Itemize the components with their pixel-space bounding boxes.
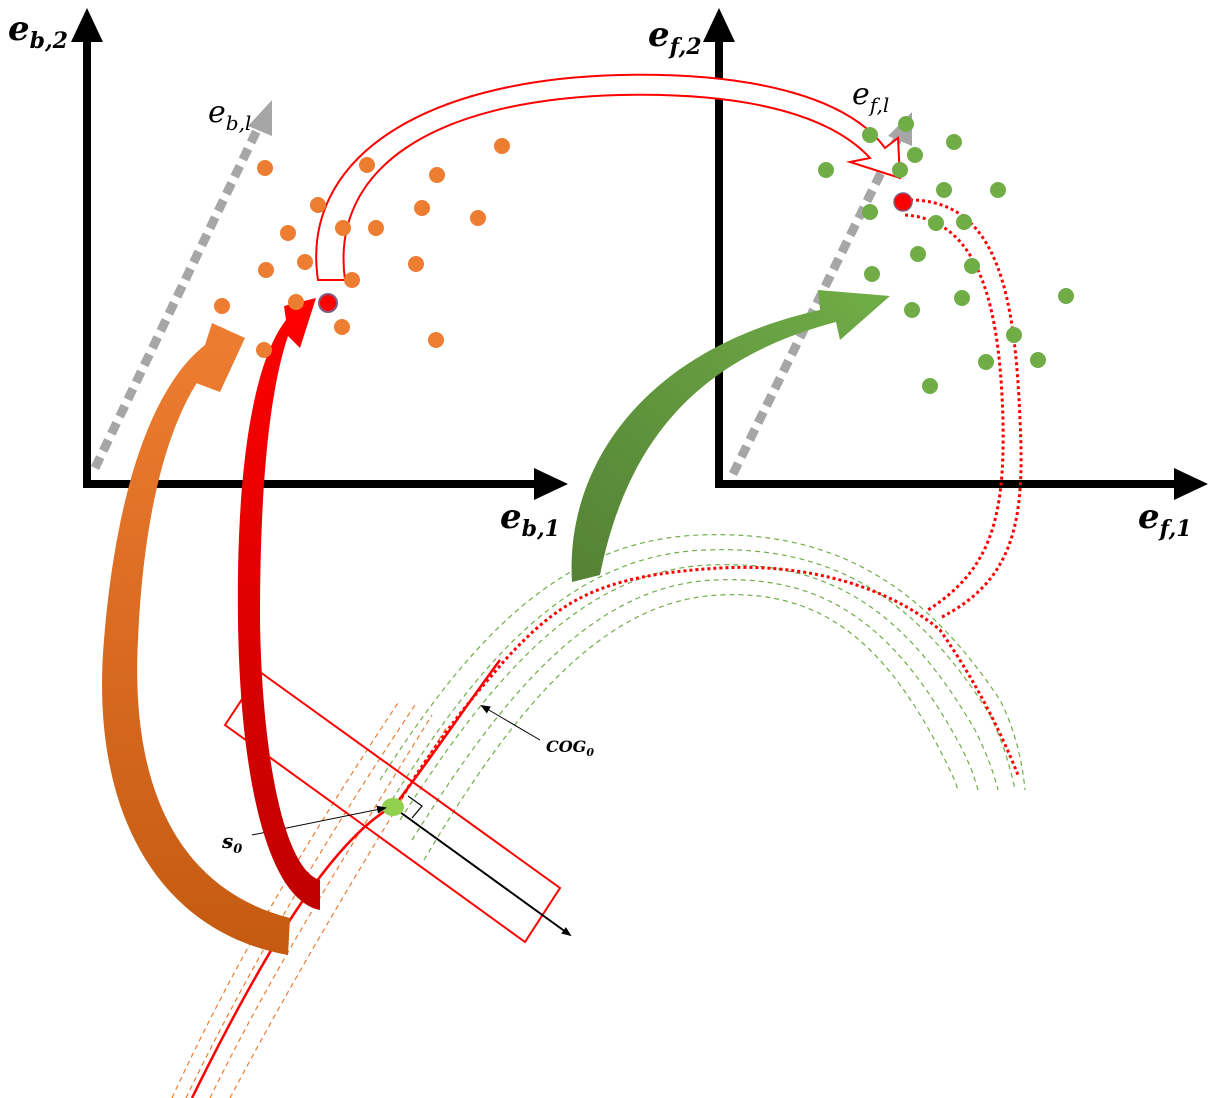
red-hollow-arrow bbox=[315, 73, 902, 281]
orange-point bbox=[344, 272, 360, 288]
label-e-f-1: ef,1 bbox=[1138, 497, 1192, 542]
green-lane-curve bbox=[379, 534, 1026, 791]
green-point bbox=[956, 214, 972, 230]
f-axis-l-line bbox=[728, 136, 903, 476]
orange-point bbox=[297, 254, 313, 270]
orange-point bbox=[258, 262, 274, 278]
label-e-f-2: ef,2 bbox=[648, 15, 702, 60]
b-axis-1-arrowhead bbox=[534, 468, 568, 500]
green-lane-curve bbox=[399, 564, 999, 821]
red-dotted-trajectory bbox=[393, 565, 1020, 809]
b-axis-2-arrowhead bbox=[71, 8, 103, 42]
f-axis-1-arrowhead bbox=[1174, 468, 1208, 500]
red-dotted-connector-inner bbox=[904, 213, 1005, 612]
right-angle-mark bbox=[407, 795, 423, 819]
orange-point bbox=[408, 256, 424, 272]
orange-point bbox=[335, 220, 351, 236]
label-e-b-2: eb,2 bbox=[8, 9, 68, 54]
green-point bbox=[892, 162, 908, 178]
red-trajectory-line bbox=[190, 659, 502, 1098]
green-point bbox=[898, 116, 914, 132]
label-e-b-l: eb,l bbox=[208, 95, 251, 135]
orange-point bbox=[428, 332, 444, 348]
green-point bbox=[862, 127, 878, 143]
green-point bbox=[910, 246, 926, 262]
b-axis-l-line bbox=[90, 126, 263, 470]
s0-normal-arrow bbox=[392, 806, 572, 937]
red-dotted-connector bbox=[904, 198, 1023, 620]
label-s0: s0 bbox=[221, 829, 242, 857]
orange-point bbox=[470, 210, 486, 226]
green-point bbox=[862, 204, 878, 220]
orange-curved-arrow bbox=[102, 323, 290, 955]
green-point bbox=[818, 162, 834, 178]
orange-lane-curve bbox=[209, 714, 433, 1098]
red-dotted-connector-outer bbox=[909, 198, 1023, 620]
orange-point bbox=[256, 342, 272, 358]
s0-point bbox=[382, 798, 404, 816]
f-axis-2-arrowhead bbox=[703, 8, 735, 42]
orange-point bbox=[414, 200, 430, 216]
orange-lane-curve bbox=[185, 704, 416, 1098]
red-curved-arrow bbox=[237, 298, 320, 910]
green-point bbox=[922, 378, 938, 394]
green-point bbox=[907, 147, 923, 163]
orange-point bbox=[310, 197, 326, 213]
s0-frame bbox=[382, 795, 572, 937]
green-curved-arrow bbox=[571, 290, 890, 582]
orange-points bbox=[214, 138, 510, 358]
green-point bbox=[936, 182, 952, 198]
green-point bbox=[1058, 288, 1074, 304]
green-point bbox=[954, 290, 970, 306]
green-point bbox=[1030, 352, 1046, 368]
b-selected-point bbox=[318, 293, 338, 313]
green-lane-curve bbox=[391, 549, 1016, 801]
orange-point bbox=[257, 160, 273, 176]
orange-point bbox=[214, 298, 230, 314]
green-lane-curve bbox=[411, 579, 979, 841]
orange-point bbox=[494, 138, 510, 154]
orange-point bbox=[334, 319, 350, 335]
orange-point bbox=[359, 157, 375, 173]
green-point bbox=[928, 215, 944, 231]
label-cog0: COG0 bbox=[546, 737, 594, 759]
orange-point bbox=[288, 294, 304, 310]
green-points bbox=[818, 116, 1074, 394]
trajectory-curves bbox=[171, 534, 1026, 1098]
label-e-f-l: ef,l bbox=[852, 77, 889, 117]
green-point bbox=[964, 258, 980, 274]
orange-point bbox=[280, 225, 296, 241]
green-point bbox=[990, 182, 1006, 198]
green-lane-curve bbox=[423, 594, 959, 861]
green-point bbox=[1006, 327, 1022, 343]
orange-point bbox=[429, 167, 445, 183]
green-point bbox=[978, 354, 994, 370]
b-axis-l-arrowhead bbox=[248, 100, 272, 136]
f-selected-point bbox=[893, 192, 913, 212]
f-axes bbox=[703, 8, 1208, 500]
label-e-b-1: eb,1 bbox=[500, 497, 560, 542]
green-point bbox=[904, 302, 920, 318]
cog-pointer-arrow bbox=[480, 704, 541, 741]
orange-point bbox=[368, 220, 384, 236]
green-point bbox=[946, 134, 962, 150]
b-axes bbox=[71, 8, 568, 500]
green-point bbox=[864, 266, 880, 282]
